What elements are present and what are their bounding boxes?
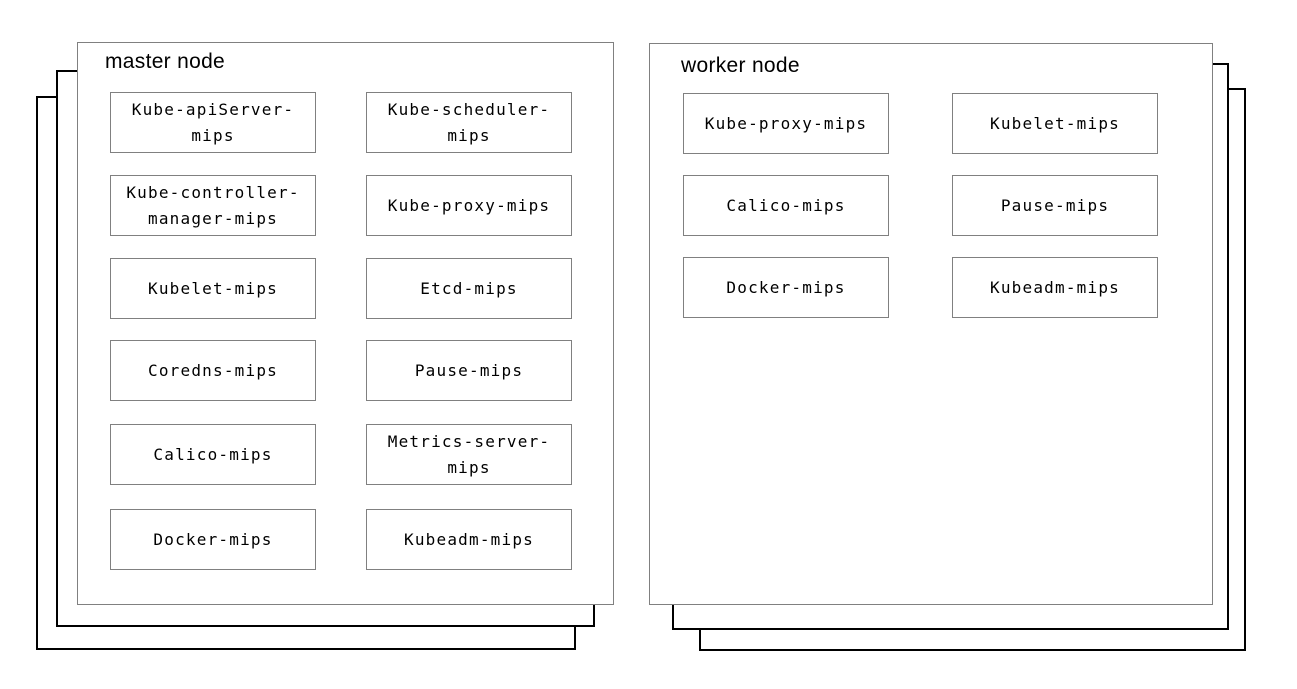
master-component-kubeadm-mips: Kubeadm-mips [366, 509, 572, 570]
master-node-box: master node Kube-apiServer-mips Kube-sch… [77, 42, 614, 605]
component-label: Metrics-server-mips [387, 431, 551, 477]
component-label: Kubeadm-mips [990, 277, 1120, 297]
component-label: Docker-mips [153, 529, 273, 549]
component-label: Docker-mips [726, 277, 846, 297]
master-component-calico-mips: Calico-mips [110, 424, 316, 485]
component-label: Kubelet-mips [148, 278, 278, 298]
master-component-pause-mips: Pause-mips [366, 340, 572, 401]
master-component-docker-mips: Docker-mips [110, 509, 316, 570]
component-label: Kube-controller-manager-mips [126, 182, 300, 228]
component-label: Calico-mips [726, 195, 846, 215]
master-component-kube-proxy-mips: Kube-proxy-mips [366, 175, 572, 236]
worker-component-docker-mips: Docker-mips [683, 257, 889, 318]
component-label: Kube-scheduler-mips [387, 99, 551, 145]
master-component-metrics-server-mips: Metrics-server-mips [366, 424, 572, 485]
component-label: Pause-mips [1000, 195, 1110, 215]
component-label: Calico-mips [153, 444, 273, 464]
component-label: Kube-proxy-mips [704, 113, 868, 133]
master-component-kube-scheduler-mips: Kube-scheduler-mips [366, 92, 572, 153]
worker-component-kube-proxy-mips: Kube-proxy-mips [683, 93, 889, 154]
component-label: Kubeadm-mips [404, 529, 534, 549]
component-label: Kube-proxy-mips [387, 195, 551, 215]
component-label: Etcd-mips [420, 278, 518, 298]
component-label: Kubelet-mips [990, 113, 1120, 133]
component-label: Coredns-mips [148, 360, 278, 380]
worker-component-kubeadm-mips: Kubeadm-mips [952, 257, 1158, 318]
component-label: Pause-mips [414, 360, 524, 380]
master-component-kube-controller-manager-mips: Kube-controller-manager-mips [110, 175, 316, 236]
master-component-kubelet-mips: Kubelet-mips [110, 258, 316, 319]
master-component-etcd-mips: Etcd-mips [366, 258, 572, 319]
worker-node-title: worker node [681, 54, 800, 77]
worker-component-calico-mips: Calico-mips [683, 175, 889, 236]
master-component-coredns-mips: Coredns-mips [110, 340, 316, 401]
master-node-title: master node [105, 50, 226, 73]
worker-node-box: worker node Kube-proxy-mips Kubelet-mips… [649, 43, 1213, 605]
worker-component-pause-mips: Pause-mips [952, 175, 1158, 236]
worker-component-kubelet-mips: Kubelet-mips [952, 93, 1158, 154]
component-label: Kube-apiServer-mips [131, 99, 295, 145]
master-component-kube-apiserver-mips: Kube-apiServer-mips [110, 92, 316, 153]
